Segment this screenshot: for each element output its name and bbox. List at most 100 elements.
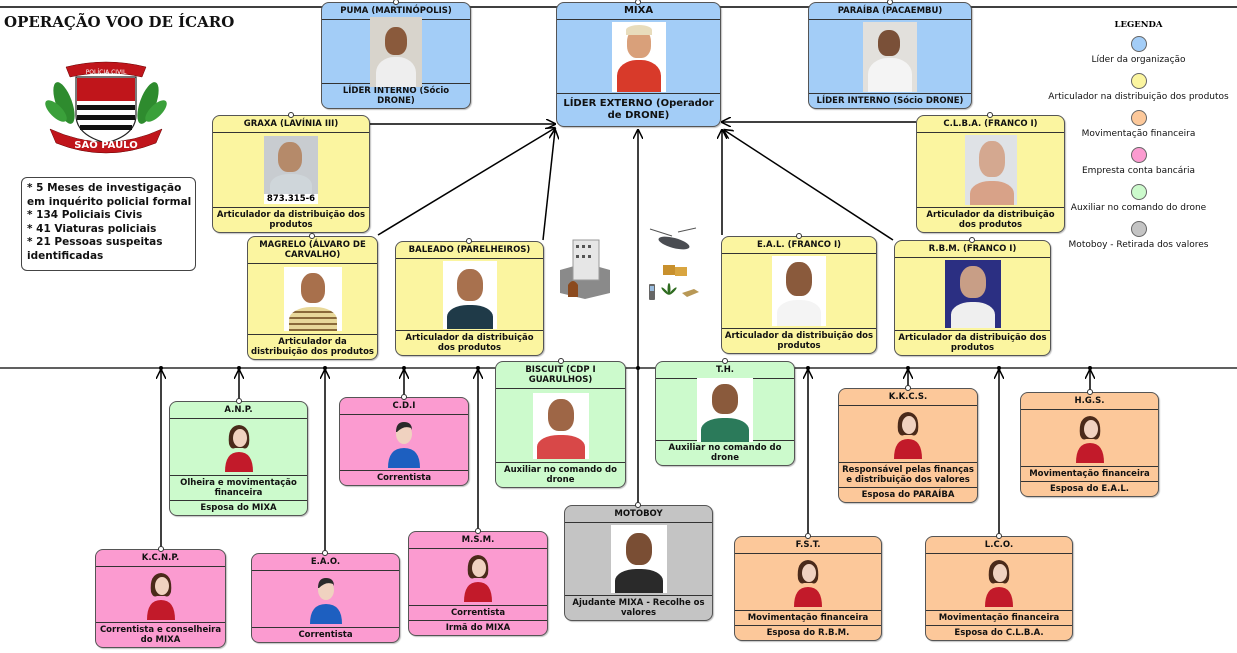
node-name: K.K.C.S. [839,389,977,406]
node-name: M.S.M. [409,532,547,549]
connector-handle[interactable] [288,112,294,118]
photo-area [895,258,1050,331]
photo-area: 873.315-6 [213,133,369,208]
node-name: T.H. [656,362,794,379]
node-kcnp[interactable]: K.C.N.P. Correntista e conselheira do MI… [95,549,226,648]
node-name: E.A.L. (FRANCO I) [722,237,876,254]
node-msm[interactable]: M.S.M. Correntista Irmã do MIXA [408,531,548,636]
node-rbm[interactable]: R.B.M. (FRANCO I) Articulador da distrib… [894,240,1051,356]
cannabis-leaf-icon [661,283,677,295]
node-eao[interactable]: E.A.O. Correntista [251,553,400,643]
photo-area [839,406,977,463]
node-role: LÍDER INTERNO (Sócio DRONE) [342,86,450,106]
fact-line: em inquérito policial formal [27,195,192,208]
node-kkcs[interactable]: K.K.C.S. Responsável pelas finanças e di… [838,388,978,503]
node-role: LÍDER EXTERNO (Operador de DRONE) [557,93,720,126]
connector-handle[interactable] [887,0,893,5]
node-relation: Esposa do PARAÍBA [839,487,977,502]
suspect-photo-icon [944,260,1001,328]
node-role: Articulador da distribuição dos produtos [724,331,874,351]
connector-handle[interactable] [796,233,802,239]
suspect-photo-icon [610,525,667,593]
node-graxa[interactable]: GRAXA (LAVÍNIA III) 873.315-6 Articulado… [212,115,370,233]
photo-area [809,20,971,94]
node-motoboy[interactable]: MOTOBOY Ajudante MIXA - Recolhe os valor… [564,505,713,621]
node-relation: Esposa do E.A.L. [1021,481,1158,496]
fact-line: * 5 Meses de investigação [27,182,182,194]
connector-handle[interactable] [722,358,728,364]
female-avatar-icon [1075,416,1104,463]
node-relation: Esposa do C.L.B.A. [926,625,1072,640]
node-magrelo[interactable]: MAGRELO (ÁLVARO DE CARVALHO) Articulador… [247,236,378,360]
photo-area [96,567,225,623]
node-role: Movimentação financeira [747,613,869,623]
node-name: F.S.T. [735,537,881,554]
suspect-photo-icon [772,256,826,326]
connector-handle[interactable] [805,533,811,539]
connector-handle[interactable] [558,358,564,364]
female-avatar-icon [894,412,922,459]
photo-area [396,259,543,331]
connector-handle[interactable] [236,398,242,404]
node-name: MIXA [557,3,720,20]
connector-handle[interactable] [635,0,641,5]
node-th[interactable]: T.H. Auxiliar no comando do drone [655,361,795,466]
connector-handle[interactable] [309,233,315,239]
node-role: Articulador da distribuição dos produtos [250,337,374,357]
suspect-photo-icon [283,267,342,331]
node-name: MOTOBOY [565,506,712,523]
connector-handle[interactable] [401,394,407,400]
node-paraiba[interactable]: PARAÍBA (PACAEMBU) LÍDER INTERNO (Sócio … [808,2,972,109]
connector-handle[interactable] [1087,389,1093,395]
fact-line: * 134 Policiais Civis [27,209,143,221]
suspect-photo-icon [697,377,753,442]
photo-area [557,20,720,93]
node-anp[interactable]: A.N.P. Olheira e movimentação financeira… [169,401,308,516]
female-avatar-icon [794,560,822,607]
legend-label: Empresta conta bancária [1082,166,1195,176]
suspect-photo-icon [370,16,422,87]
legend-swatch-icon [1130,184,1147,200]
node-role: Correntista [450,608,506,618]
node-name: MAGRELO (ÁLVARO DE CARVALHO) [248,237,377,264]
photo-area [322,16,470,87]
arrow-rbm-mixa [724,130,894,241]
connector-handle[interactable] [322,550,328,556]
legend-label: Líder da organização [1091,55,1186,65]
fact-line: * 41 Viaturas policiais [27,222,157,235]
connector-handle[interactable] [466,238,472,244]
node-cdi[interactable]: C.D.I Correntista [339,397,469,486]
connector-handle[interactable] [969,237,975,243]
female-avatar-icon [985,560,1013,607]
laurel-right-icon [137,82,167,124]
connector-handle[interactable] [635,502,641,508]
node-biscuit[interactable]: BISCUIT (CDP I GUARULHOS) Auxiliar no co… [495,361,626,488]
connector-handle[interactable] [987,112,993,118]
connector-handle[interactable] [158,546,164,552]
node-hgs[interactable]: H.G.S. Movimentação financeira Esposa do… [1020,392,1159,497]
node-relation: Irmã do MIXA [409,620,547,635]
node-role: Olheira e movimentação financeira [180,478,297,498]
node-lco[interactable]: L.C.O. Movimentação financeira Esposa do… [925,536,1073,641]
connector-handle[interactable] [905,385,911,391]
node-mixa[interactable]: MIXA LÍDER EXTERNO (Operador de DRONE) [556,2,721,127]
legend-swatch-icon [1130,36,1147,52]
connector-handle[interactable] [393,0,399,5]
legend-item-bank-account: Empresta conta bancária [1040,147,1237,176]
node-puma[interactable]: PUMA (MARTINÓPOLIS) LÍDER INTERNO (Sócio… [321,2,471,109]
legend-title: LEGENDA [1114,20,1163,30]
node-eal[interactable]: E.A.L. (FRANCO I) Articulador da distrib… [721,236,877,354]
photo-area [722,254,876,329]
node-role: Movimentação financeira [938,613,1060,623]
suspect-photo-icon [611,21,666,92]
photo-caption: 873.315-6 [264,194,318,204]
connector-handle[interactable] [475,528,481,534]
photo-area [917,133,1064,208]
node-fst[interactable]: F.S.T. Movimentação financeira Esposa do… [734,536,882,641]
node-clba[interactable]: C.L.B.A. (FRANCO I) Articulador da distr… [916,115,1065,233]
photo-area [656,377,794,442]
photo-area [340,415,468,471]
policia-civil-sp-logo: POLÍCIA CIVIL SÃO PAULO [45,61,167,154]
connector-handle[interactable] [996,533,1002,539]
node-baleado[interactable]: BALEADO (PARELHEIROS) Articulador da dis… [395,241,544,356]
